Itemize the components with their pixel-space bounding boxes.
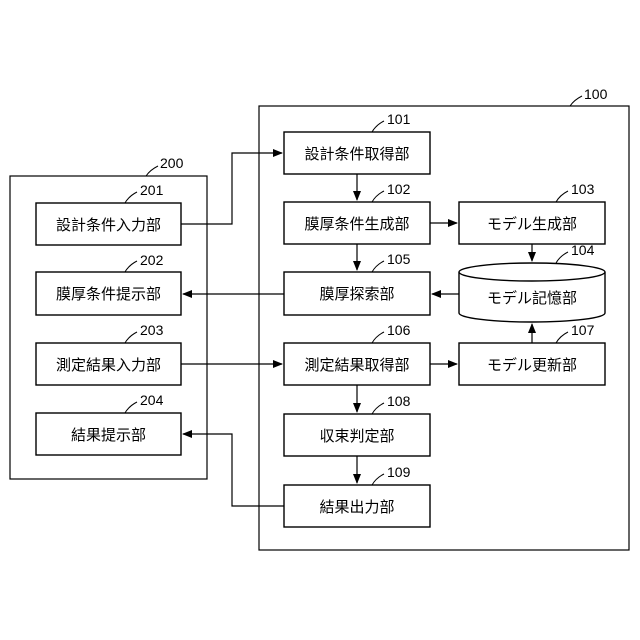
block-103: モデル生成部 103 [459, 181, 605, 244]
block-201: 設計条件入力部 201 [36, 182, 181, 245]
ref-202: 202 [140, 252, 164, 268]
ref-108: 108 [387, 393, 411, 409]
ref-100-leader [570, 96, 582, 106]
block-203-label: 測定結果入力部 [56, 356, 161, 374]
block-203: 測定結果入力部 203 [36, 322, 181, 385]
arrow-201-to-101 [181, 153, 282, 224]
ref-100: 100 [584, 86, 608, 102]
ref-101: 101 [387, 111, 411, 127]
arrow-109-to-204 [183, 434, 284, 506]
ref-106: 106 [387, 322, 411, 338]
ref-200-leader [146, 166, 158, 176]
block-102-label: 膜厚条件生成部 [304, 215, 409, 233]
block-106: 測定結果取得部 106 [284, 322, 430, 385]
block-108-label: 収束判定部 [319, 427, 394, 445]
block-202-label: 膜厚条件提示部 [56, 285, 161, 303]
block-107-label: モデル更新部 [487, 356, 577, 374]
ref-201: 201 [140, 182, 164, 198]
block-105-label: 膜厚探索部 [319, 285, 394, 303]
ref-103: 103 [571, 181, 595, 197]
ref-102: 102 [387, 181, 411, 197]
ref-109: 109 [387, 464, 411, 480]
block-104-label: モデル記憶部 [487, 289, 577, 307]
block-101-label: 設計条件取得部 [304, 145, 409, 163]
ref-104: 104 [571, 242, 595, 258]
ref-107: 107 [571, 322, 595, 338]
block-101: 設計条件取得部 101 [284, 111, 430, 174]
block-109-label: 結果出力部 [319, 498, 394, 516]
ref-203: 203 [140, 322, 164, 338]
ref-200: 200 [160, 155, 184, 171]
block-103-label: モデル生成部 [487, 215, 577, 233]
block-201-label: 設計条件入力部 [56, 216, 161, 234]
block-204-label: 結果提示部 [71, 426, 146, 444]
block-106-label: 測定結果取得部 [304, 356, 409, 374]
block-202: 膜厚条件提示部 202 [36, 252, 181, 315]
ref-204: 204 [140, 392, 164, 408]
ref-105: 105 [387, 251, 411, 267]
block-204: 結果提示部 204 [36, 392, 181, 455]
